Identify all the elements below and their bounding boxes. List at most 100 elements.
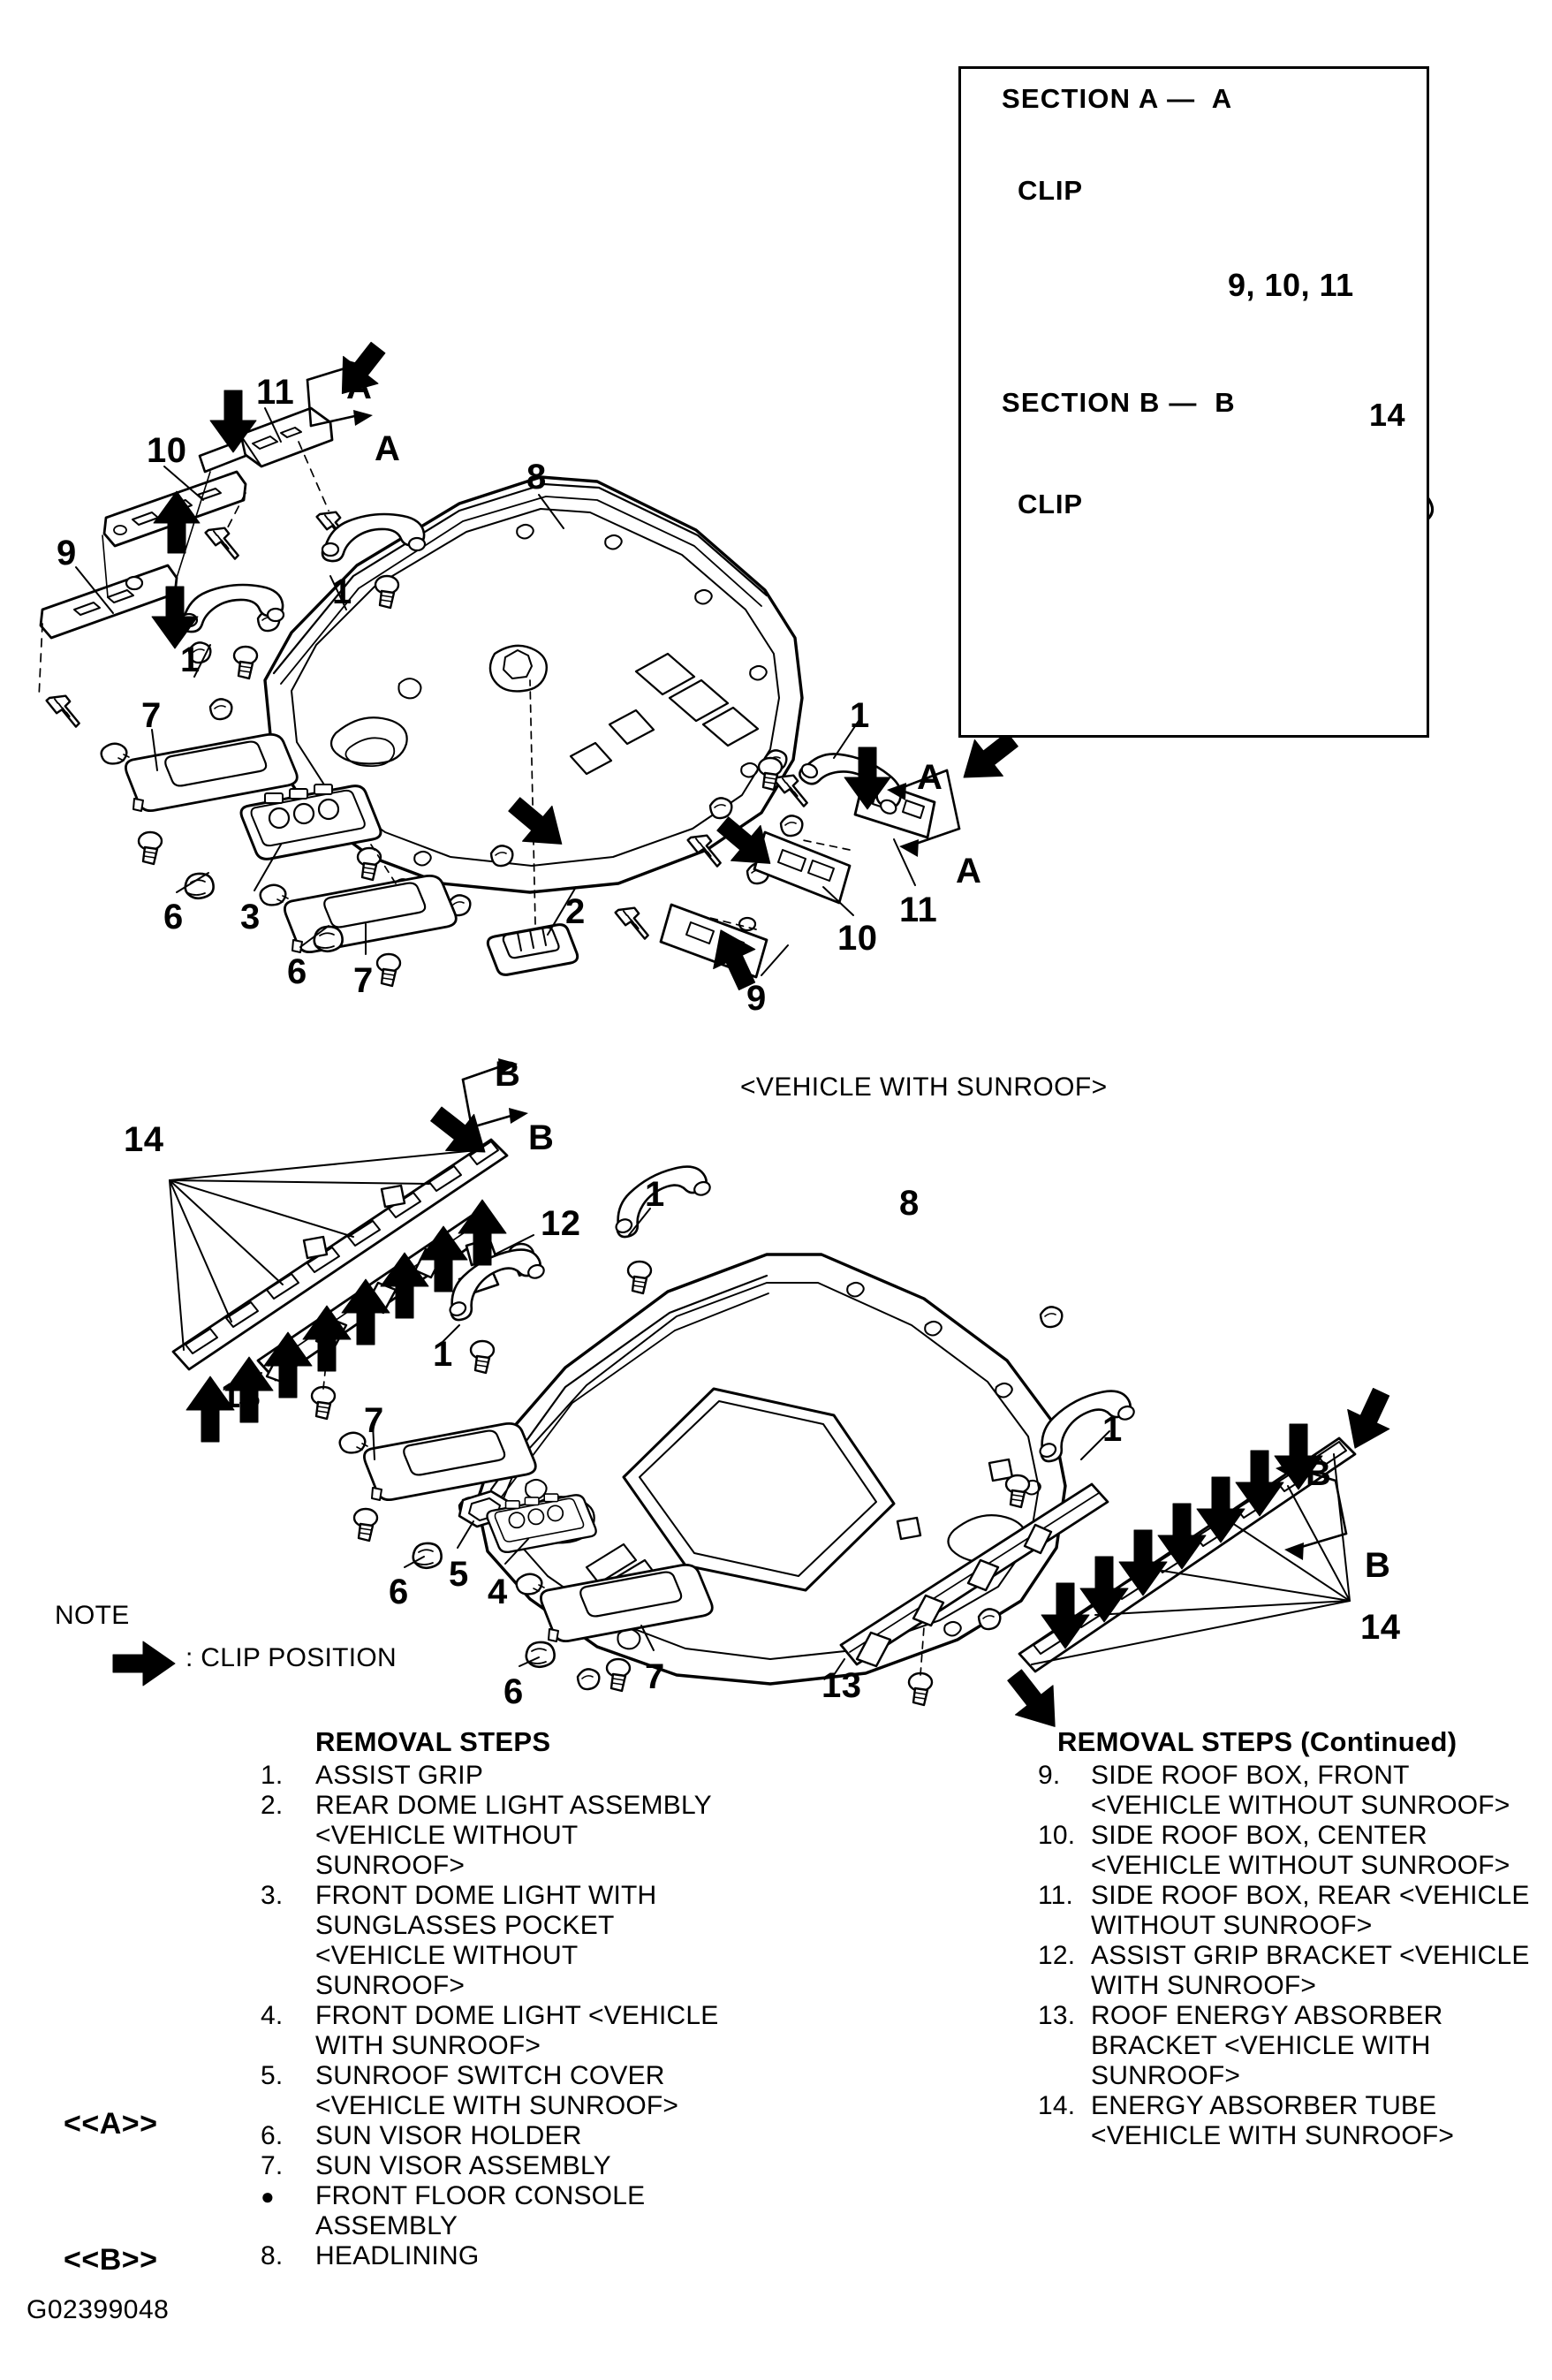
- marker-a: <<A>>: [64, 2107, 158, 2141]
- callout-u-6a: 6: [163, 898, 184, 936]
- callout-l-8: 8: [899, 1184, 920, 1223]
- removal-step-text: SUN VISOR ASSEMBLY: [315, 2151, 611, 2180]
- removal-step-number: 14.: [1038, 2091, 1076, 2120]
- section-b-clip-label: CLIP: [1018, 489, 1083, 519]
- callout-l-b3: B: [1306, 1454, 1332, 1493]
- figure-id: G02399048: [26, 2295, 170, 2324]
- removal-step-text: FRONT DOME LIGHT WITH SUNGLASSES POCKET …: [315, 1881, 657, 2000]
- removal-step-item: 10. SIDE ROOF BOX, CENTER <VEHICLE WITHOU…: [1038, 1821, 1533, 1881]
- removal-step-number: 8.: [261, 2241, 284, 2270]
- callout-l-b1: B: [495, 1055, 521, 1094]
- callout-l-7b: 7: [645, 1657, 665, 1696]
- callout-u-6b: 6: [287, 952, 307, 991]
- removal-step-text: SUNROOF SWITCH COVER <VEHICLE WITH SUNRO…: [315, 2061, 679, 2120]
- removal-step-number: 9.: [1038, 1761, 1061, 1790]
- removal-step-text: FRONT FLOOR CONSOLE ASSEMBLY: [315, 2181, 646, 2240]
- removal-step-item: 8. HEADLINING: [261, 2241, 720, 2271]
- removal-step-text: HEADLINING: [315, 2241, 480, 2270]
- removal-steps-continued-heading: REMOVAL STEPS (Continued): [1057, 1726, 1457, 1757]
- callout-l-1c: 1: [1102, 1410, 1123, 1449]
- callout-u-a4: A: [956, 852, 982, 891]
- clip-position-legend-arrow: [112, 1641, 176, 1686]
- callout-u-a2: A: [375, 429, 401, 468]
- callout-l-14b: 14: [1360, 1608, 1401, 1647]
- sunvisor-upper-right: [259, 874, 458, 954]
- callout-u-a1: A: [346, 368, 373, 406]
- removal-steps-heading: REMOVAL STEPS: [315, 1726, 551, 1757]
- removal-step-text: SIDE ROOF BOX, REAR <VEHICLE WITHOUT SUN…: [1091, 1881, 1530, 1940]
- removal-step-number: 12.: [1038, 1941, 1076, 1970]
- marker-b: <<B>>: [64, 2243, 158, 2277]
- removal-step-item: 9. SIDE ROOF BOX, FRONT <VEHICLE WITHOUT …: [1038, 1761, 1533, 1821]
- callout-l-14a: 14: [124, 1120, 164, 1159]
- callout-u-8: 8: [526, 458, 547, 496]
- callout-l-12: 12: [541, 1204, 581, 1243]
- removal-step-text: SUN VISOR HOLDER: [315, 2121, 582, 2150]
- removal-step-text: ENERGY ABSORBER TUBE <VEHICLE WITH SUNRO…: [1091, 2091, 1455, 2150]
- removal-step-item: 7. SUN VISOR ASSEMBLY: [261, 2151, 720, 2181]
- removal-step-number: 7.: [261, 2151, 284, 2180]
- callout-u-11: 11: [256, 373, 295, 412]
- callout-u-3: 3: [240, 898, 261, 936]
- callout-u-2: 2: [565, 892, 586, 931]
- removal-step-number: 2.: [261, 1791, 284, 1820]
- removal-steps-right: REMOVAL STEPS (Continued) 9. SIDE ROOF BO…: [1038, 1727, 1533, 2151]
- callout-u-a3: A: [917, 758, 943, 797]
- removal-step-number: 13.: [1038, 2001, 1076, 2030]
- section-a-title: SECTION A — A: [1002, 83, 1233, 114]
- removal-step-item: 14. ENERGY ABSORBER TUBE <VEHICLE WITH SU…: [1038, 2091, 1533, 2151]
- callout-l-b4: B: [1365, 1546, 1391, 1585]
- removal-step-text: ROOF ENERGY ABSORBER BRACKET <VEHICLE WI…: [1091, 2001, 1443, 2090]
- callout-u-11b: 11: [899, 891, 938, 929]
- removal-step-number: 6.: [261, 2121, 284, 2150]
- callout-l-13a: 13: [221, 1376, 261, 1415]
- section-b-arrows-left: [461, 1058, 528, 1129]
- callout-l-4: 4: [488, 1573, 508, 1611]
- callout-u-10b: 10: [837, 919, 878, 958]
- section-b-parts-label: 14: [1369, 397, 1406, 433]
- variant-label-with-sunroof: <VEHICLE WITH SUNROOF>: [740, 1073, 1108, 1102]
- callout-u-9b: 9: [746, 979, 767, 1018]
- removal-step-item: 13. ROOF ENERGY ABSORBER BRACKET <VEHICLE…: [1038, 2001, 1533, 2091]
- section-a-parts-label: 9, 10, 11: [1228, 267, 1354, 303]
- removal-step-item: 2. REAR DOME LIGHT ASSEMBLY <VEHICLE WITH…: [261, 1791, 720, 1881]
- roof-energy-absorber-bracket-right: [839, 1458, 1109, 1668]
- clip-position-arrows-tube-right: [1041, 1387, 1390, 1649]
- removal-step-item: 11.SIDE ROOF BOX, REAR <VEHICLE WITHOUT …: [1038, 1881, 1533, 1941]
- callout-l-7a: 7: [364, 1401, 384, 1440]
- clip-position-arrows-tube-left: [185, 1106, 507, 1443]
- removal-step-number: 5.: [261, 2061, 284, 2090]
- removal-step-text: ASSIST GRIP BRACKET <VEHICLE WITH SUNROO…: [1091, 1941, 1530, 2000]
- removal-step-number: 10.: [1038, 1821, 1076, 1850]
- callout-l-5: 5: [449, 1555, 469, 1594]
- callout-u-10: 10: [147, 431, 187, 470]
- removal-step-item: ●FRONT FLOOR CONSOLE ASSEMBLY: [261, 2181, 720, 2241]
- section-a-clip-label: CLIP: [1018, 175, 1083, 206]
- removal-step-number: 1.: [261, 1761, 284, 1790]
- clip-position-arrows-upper: [151, 341, 1018, 991]
- removal-step-text: SIDE ROOF BOX, CENTER <VEHICLE WITHOUT S…: [1091, 1821, 1510, 1880]
- clip-position-legend-text: : CLIP POSITION: [185, 1643, 397, 1672]
- note-title: NOTE: [55, 1601, 130, 1630]
- removal-steps-right-list: 9. SIDE ROOF BOX, FRONT <VEHICLE WITHOUT …: [1038, 1761, 1533, 2151]
- callout-u-7b: 7: [353, 961, 374, 1000]
- callout-l-1a: 1: [645, 1175, 665, 1214]
- callout-u-7a: 7: [141, 696, 162, 735]
- callout-u-1a: 1: [332, 572, 352, 611]
- removal-step-text: FRONT DOME LIGHT <VEHICLE WITH SUNROOF>: [315, 2001, 719, 2060]
- removal-step-item: 12. ASSIST GRIP BRACKET <VEHICLE WITH SUN…: [1038, 1941, 1533, 2001]
- section-detail-box: [958, 66, 1429, 738]
- removal-step-text: SIDE ROOF BOX, FRONT <VEHICLE WITHOUT SU…: [1091, 1761, 1510, 1820]
- callout-l-6a: 6: [389, 1573, 409, 1611]
- removal-step-item: 4.FRONT DOME LIGHT <VEHICLE WITH SUNROOF…: [261, 2001, 720, 2061]
- removal-step-item: 1.ASSIST GRIP: [261, 1761, 720, 1791]
- callout-l-b2: B: [528, 1118, 555, 1157]
- section-a-arrows-right: [887, 769, 961, 857]
- callout-u-1b: 1: [180, 640, 201, 679]
- callout-l-1b: 1: [433, 1335, 453, 1374]
- callout-l-6b: 6: [503, 1672, 524, 1711]
- removal-step-item: 3.FRONT DOME LIGHT WITH SUNGLASSES POCKE…: [261, 1881, 720, 2001]
- removal-step-text: REAR DOME LIGHT ASSEMBLY <VEHICLE WITHOU…: [315, 1791, 712, 1880]
